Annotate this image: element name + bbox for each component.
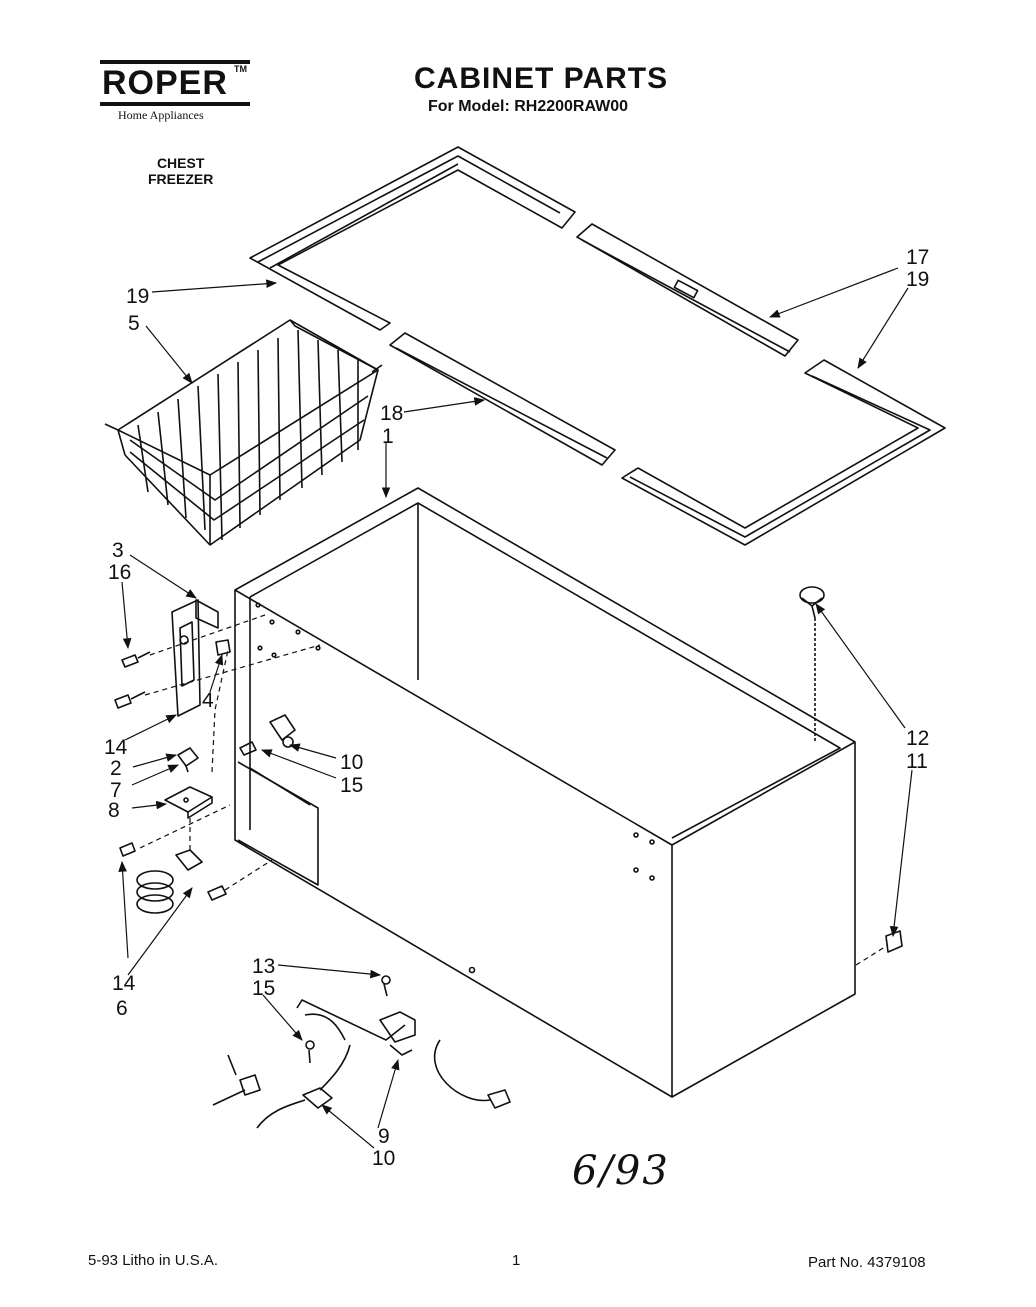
callout-11: 11 [906, 750, 928, 773]
lid-frame-bottom-left-rail [389, 332, 616, 466]
callout-7: 7 [110, 779, 122, 802]
roper-logo: ROPER TM Home Appliances [100, 60, 250, 123]
callout-14-lower: 14 [112, 972, 136, 995]
callout-12: 12 [906, 727, 929, 750]
wire-basket [104, 319, 383, 546]
wiring-harness [212, 975, 511, 1129]
hinge-plate-11 [885, 930, 903, 953]
product-name: CHEST FREEZER [148, 155, 213, 187]
callout-18: 18 [380, 402, 403, 425]
callout-19-right: 19 [906, 268, 929, 291]
callout-19-top-left: 19 [126, 285, 149, 308]
product-line-2: FREEZER [148, 171, 214, 187]
trademark-mark: TM [234, 64, 247, 74]
brand-tagline: Home Appliances [118, 108, 204, 122]
light-switch-10a [269, 714, 296, 748]
callout-10-lower: 10 [372, 1147, 395, 1170]
product-line-1: CHEST [156, 155, 205, 171]
footer-print-info: 5-93 Litho in U.S.A. [88, 1252, 219, 1269]
drain-plug [799, 586, 825, 619]
model-subtitle: For Model: RH2200RAW00 [428, 98, 629, 115]
screw-16 [121, 651, 151, 668]
callout-16: 16 [108, 561, 131, 584]
lid-frame-top-right-rail [576, 223, 799, 357]
callout-4: 4 [202, 689, 214, 712]
callout-17: 17 [906, 246, 929, 269]
lock-cylinder [177, 747, 199, 773]
screw-15a [239, 741, 257, 756]
handwritten-date-note: 6/93 [572, 1148, 670, 1194]
callout-5: 5 [128, 312, 140, 335]
callout-8: 8 [108, 799, 120, 822]
callout-1: 1 [382, 425, 394, 448]
lid-frame-right-corner [621, 359, 946, 546]
callout-15-lower: 15 [252, 977, 275, 1000]
footer-page-number: 1 [512, 1252, 521, 1269]
screw-14a [114, 691, 146, 709]
callout-3: 3 [112, 539, 124, 562]
brand-name: ROPER [100, 60, 250, 106]
callout-15-upper: 15 [340, 774, 363, 797]
lock-key-assembly [136, 849, 203, 914]
lock-bracket [164, 786, 213, 819]
callout-9: 9 [378, 1125, 390, 1148]
screw-cabinet-front [207, 885, 227, 901]
callout-13: 13 [252, 955, 275, 978]
footer-part-number: Part No. 4379108 [808, 1254, 926, 1271]
callout-2: 2 [110, 757, 122, 780]
callout-10-upper: 10 [340, 751, 363, 774]
hinge-assembly [171, 599, 231, 717]
freezer-cabinet [234, 487, 856, 1098]
callout-14-upper: 14 [104, 736, 128, 759]
lid-frame-left-corner [249, 146, 576, 331]
callout-6: 6 [116, 997, 128, 1020]
page-title: CABINET PARTS [414, 62, 669, 95]
screw-14b [119, 842, 136, 857]
